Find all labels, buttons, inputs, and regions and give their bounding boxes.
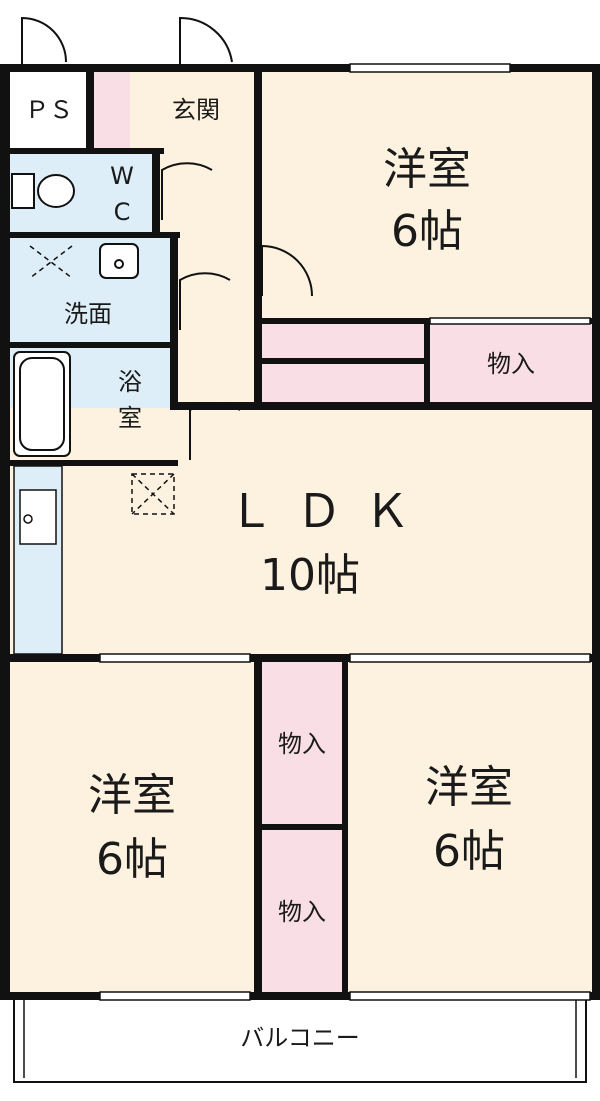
ps-label: ＰＳ: [25, 96, 73, 124]
bedroom-se-size: 6帖: [433, 826, 505, 877]
closet-ne-area: [430, 324, 592, 402]
sink-icon: [99, 243, 139, 279]
bedroom-sw-name: 洋室: [88, 770, 176, 821]
washroom-label: 洗面: [64, 300, 112, 328]
bedroom-sw-area: [10, 662, 254, 992]
wc-label-top: W: [110, 162, 134, 190]
bath-label-top: 浴: [118, 368, 142, 396]
door-swing-ps: [21, 16, 67, 68]
ldk-name: ＬＤＫ: [228, 484, 432, 538]
interior-doors: [161, 162, 313, 460]
fridge-space-icon: [131, 473, 175, 515]
bath-label-bottom: 室: [118, 404, 142, 432]
balcony-label: バルコニー: [240, 1024, 360, 1052]
bedroom-se-area: [346, 662, 592, 992]
entrance-closet: [94, 72, 130, 148]
bedroom-ne-area: [262, 72, 592, 320]
bathtub-icon: [13, 351, 71, 457]
closet-ne-label: 物入: [487, 350, 535, 378]
ldk-size: 10帖: [260, 550, 360, 601]
bedroom-sw-size: 6帖: [96, 834, 168, 885]
ldk-area: [10, 408, 592, 656]
toilet-icon: [11, 173, 75, 209]
bedroom-ne-name: 洋室: [383, 144, 471, 195]
bedroom-se-name: 洋室: [425, 762, 513, 813]
stove-icon: [19, 489, 57, 545]
closet-mid-lower-area: [262, 830, 342, 992]
closet-strip-1: [262, 324, 424, 358]
window-marks: [99, 63, 591, 1001]
ps-area: [10, 72, 86, 148]
interior-walls: [0, 72, 600, 996]
bedroom-ne-size: 6帖: [391, 206, 463, 257]
closet-mid-upper-label: 物入: [278, 730, 326, 758]
closet-strip-2: [262, 364, 424, 402]
washroom-area: [10, 236, 174, 342]
wc-label-bottom: C: [113, 198, 131, 226]
closet-mid-upper-area: [262, 662, 342, 824]
entrance-label: 玄関: [172, 96, 220, 124]
outer-walls: [0, 64, 600, 1000]
closet-mid-lower-label: 物入: [278, 898, 326, 926]
door-swing-entrance: [179, 16, 233, 68]
